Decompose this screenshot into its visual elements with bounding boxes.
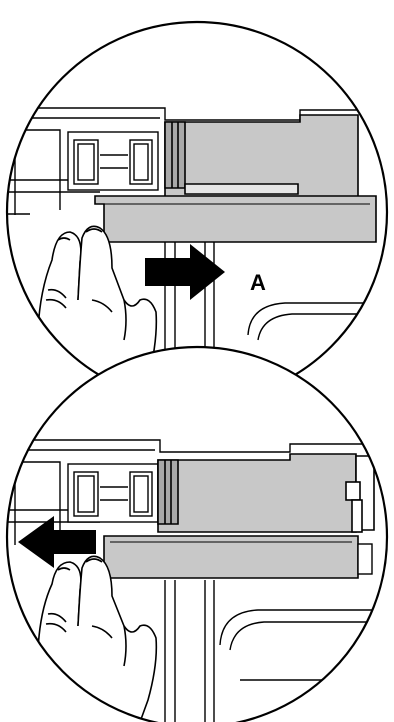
callout-label-a: A: [250, 270, 266, 295]
top-rail-bracket: [67, 131, 159, 191]
top-telescopic-rail: [164, 114, 359, 201]
bottom-telescopic-rail: [157, 453, 375, 533]
arrow-left-icon: [18, 516, 96, 568]
bottom-detail-content: [7, 347, 387, 722]
top-detail-content: [7, 107, 387, 402]
arrow-right-icon: [145, 244, 225, 300]
top-detail-circle: [5, 20, 389, 404]
bottom-detail-circle: [5, 345, 389, 722]
top-sliding-panel: [94, 195, 377, 243]
bottom-rail-bracket: [67, 463, 159, 523]
